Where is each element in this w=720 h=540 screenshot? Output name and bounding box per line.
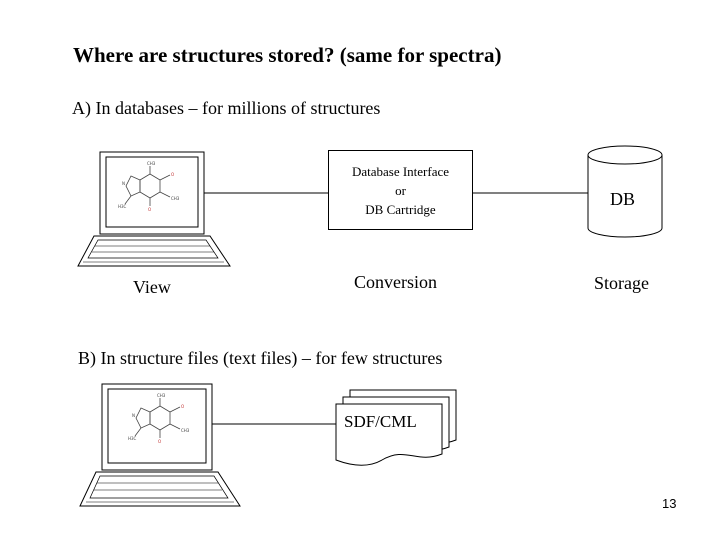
page-title: Where are structures stored? (same for s… [73,43,502,67]
svg-text:CH3: CH3 [157,393,166,398]
svg-text:O: O [158,439,161,444]
laptop-icon-b: CH3 O CH3 O H3C N [79,383,241,507]
svg-text:N: N [122,181,125,186]
svg-text:O: O [181,404,184,409]
svg-text:O: O [171,172,174,177]
file-format-label: SDF/CML [344,412,417,431]
molecule-structure-icon [134,398,181,438]
molecule-structure-icon [124,166,171,206]
conversion-label: Conversion [354,272,437,292]
db-interface-line-3: DB Cartridge [365,201,436,217]
section-a-heading: A) In databases – for millions of struct… [72,98,381,118]
page-number: 13 [662,496,677,511]
db-interface-line-2: or [395,182,406,198]
db-label: DB [610,189,636,209]
svg-text:CH3: CH3 [147,161,156,166]
view-label: View [133,277,171,297]
svg-text:CH3: CH3 [171,196,180,201]
database-interface-box: Database Interface or DB Cartridge [328,150,473,230]
svg-text:H3C: H3C [128,436,137,441]
svg-text:N: N [132,413,135,418]
svg-text:CH3: CH3 [181,428,190,433]
storage-label: Storage [594,273,649,293]
section-b-heading: B) In structure files (text files) – for… [78,348,443,368]
document-stack-icon [335,389,457,466]
svg-text:H3C: H3C [118,204,127,209]
db-interface-line-1: Database Interface [351,163,450,179]
database-cylinder-icon [587,145,663,238]
laptop-icon-a: CH3 O CH3 O H3C N [77,151,231,267]
svg-text:O: O [148,207,151,212]
